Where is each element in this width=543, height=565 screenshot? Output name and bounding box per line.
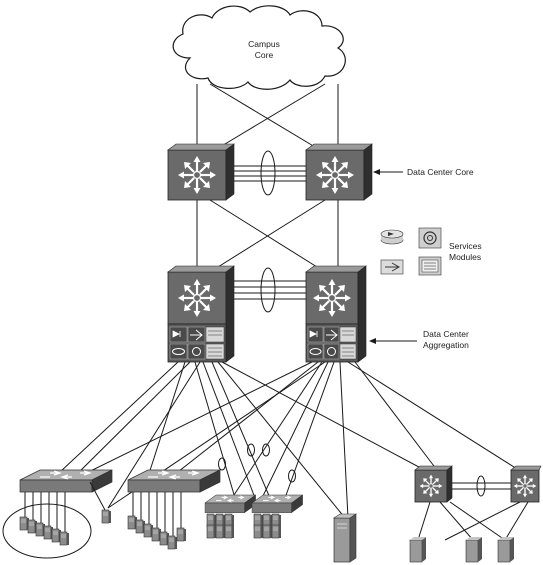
server-icon [19,516,30,531]
core-callout: Data Center Core [373,167,474,177]
server-icon [167,535,178,550]
cloud-label-line2: Core [255,50,274,60]
core-switch-right[interactable] [305,143,373,201]
services-modules-legend: Services Modules [380,227,482,276]
link-lines [44,83,529,541]
ids-sensor-icon [418,256,442,276]
server-icon [409,537,426,563]
module-slots [169,326,225,360]
server-icon [59,531,70,546]
campus-core-cloud: Campus Core [172,5,346,90]
cloud-label-line1: Campus [248,39,280,49]
module-slots [307,326,357,360]
server-icon [262,524,273,539]
access-switch-right-2[interactable] [510,465,542,503]
server-icon [127,515,138,530]
server-icon [35,522,46,537]
multilayer-switch-icon [251,494,304,514]
firewall-module-icon [380,229,404,245]
right-servers [409,537,514,563]
access-switch-middle[interactable] [204,494,304,539]
server-icon [253,524,264,539]
aggregation-switch-right[interactable] [305,265,367,363]
aggregation-switch-left[interactable] [167,265,235,363]
services-label-line2: Modules [449,252,481,262]
server-group-circle [2,503,92,559]
access-switch-left-2[interactable] [127,469,221,550]
server-icon [271,524,282,539]
server-icon [143,523,154,538]
aggregation-label-line2: Aggregation [423,340,469,350]
server-icon [176,527,187,542]
server-icon [224,524,235,539]
multilayer-switch-icon [204,494,257,514]
access-switch-right-1[interactable] [414,465,453,503]
server-icon [27,519,38,534]
ssl-offload-icon [418,227,442,249]
server-icon [51,528,62,543]
aggregation-label-line1: Data Center [423,329,469,339]
mainframe-server[interactable] [333,513,357,563]
aggregation-callout: Data Center Aggregation [369,329,469,350]
core-switch-left[interactable] [167,143,235,201]
services-label-line1: Services [449,241,482,251]
server-icon [215,524,226,539]
multilayer-switch-icon [19,469,113,493]
core-label: Data Center Core [407,167,474,177]
server-icon [43,525,54,540]
multilayer-switch-icon [127,469,221,493]
access-switch-left-1[interactable] [2,469,113,559]
server-icon [135,519,146,534]
server-icon [497,537,514,563]
server-icon [206,524,217,539]
server-icon [159,531,170,546]
content-switch-icon [380,259,404,275]
server-icon [151,527,162,542]
server-icon [465,537,482,563]
server-icon [101,509,112,524]
